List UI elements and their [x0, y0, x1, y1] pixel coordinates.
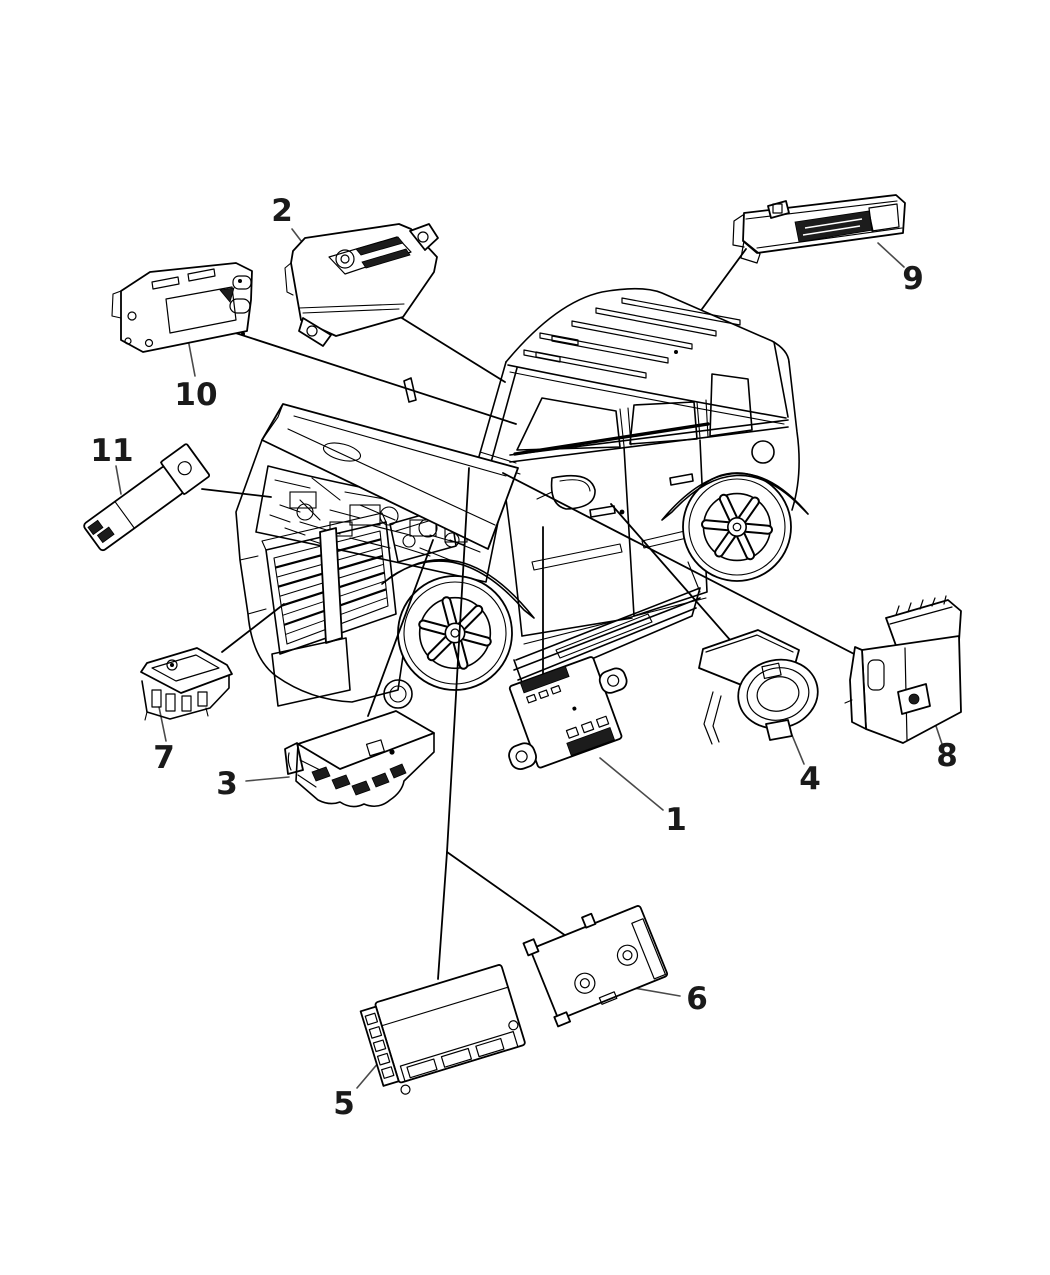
callout-6: 6: [686, 981, 708, 1017]
callout-1: 1: [665, 802, 687, 838]
beltline: [509, 419, 789, 463]
roof-slats: [523, 297, 741, 379]
part-8-module-with-connector: [844, 595, 962, 744]
grille-center-bar: [319, 527, 343, 644]
callout-2: 2: [271, 193, 293, 229]
label-leader-9: [877, 242, 905, 268]
leader-lines: [115, 228, 943, 1089]
part-3-tipm-module: [284, 710, 435, 808]
grille: [265, 521, 397, 655]
label-leader-7: [158, 706, 167, 742]
part-leader-6: [446, 851, 567, 937]
rear-door-handle: [669, 473, 694, 486]
label-leader-3: [245, 776, 290, 782]
front-fender-flare: [381, 558, 535, 619]
roof: [505, 287, 790, 425]
part-leader-4: [610, 503, 732, 642]
running-board: [513, 587, 701, 689]
part-5-ecu-module: [359, 964, 526, 1095]
front-wheel: [397, 575, 513, 691]
part-leader-11: [201, 488, 272, 498]
callout-3: 3: [216, 766, 238, 802]
callout-5: 5: [333, 1086, 355, 1122]
fuel-door: [751, 440, 775, 464]
part-leader-9: [701, 248, 747, 310]
part-11-antenna-module: [83, 443, 211, 552]
front-fascia: [235, 439, 457, 709]
part-7-module: [140, 647, 233, 721]
callout-7: 7: [153, 740, 175, 776]
door-lock: [619, 509, 625, 515]
callout-9: 9: [902, 261, 924, 297]
front-door-handle: [589, 505, 616, 518]
part-leader-10: [216, 326, 517, 425]
callout-8: 8: [936, 738, 958, 774]
part-leader-8: [502, 472, 859, 657]
part-6-bracket-plate: [522, 905, 669, 1028]
front-door: [521, 446, 635, 637]
rear-fender-flare: [661, 472, 809, 521]
rear-door-window: [629, 401, 698, 445]
hood-open: [261, 377, 519, 550]
part-leader-3: [367, 539, 434, 717]
label-leader-1: [599, 757, 664, 811]
rear-edge: [788, 361, 800, 511]
callout-4: 4: [799, 761, 821, 797]
part-2-control-module: [284, 223, 439, 347]
part-leader-5: [437, 467, 470, 980]
fog-light: [383, 679, 413, 709]
body-side: [501, 361, 800, 689]
part-10-bracket-module: [111, 262, 253, 353]
quarter-window: [709, 373, 753, 437]
label-leader-11: [115, 465, 122, 495]
callout-10: 10: [174, 377, 217, 413]
part-leader-7: [221, 603, 285, 653]
part-9-overhead-module: [732, 194, 906, 264]
roof-rail-near: [507, 364, 787, 419]
part-1-door-module: [508, 656, 628, 770]
label-leader-10: [187, 338, 196, 377]
side-mirror: [550, 474, 596, 510]
vehicle: [235, 287, 809, 709]
front-door-window: [516, 397, 621, 451]
callout-11: 11: [90, 433, 133, 469]
license-recess: [271, 637, 351, 707]
part-4-immobilizer-ring: [698, 629, 819, 745]
part-leader-2: [396, 314, 506, 383]
callout-labels: 1 2 3 4 5 6 7 8 9 10 11: [90, 193, 957, 1122]
